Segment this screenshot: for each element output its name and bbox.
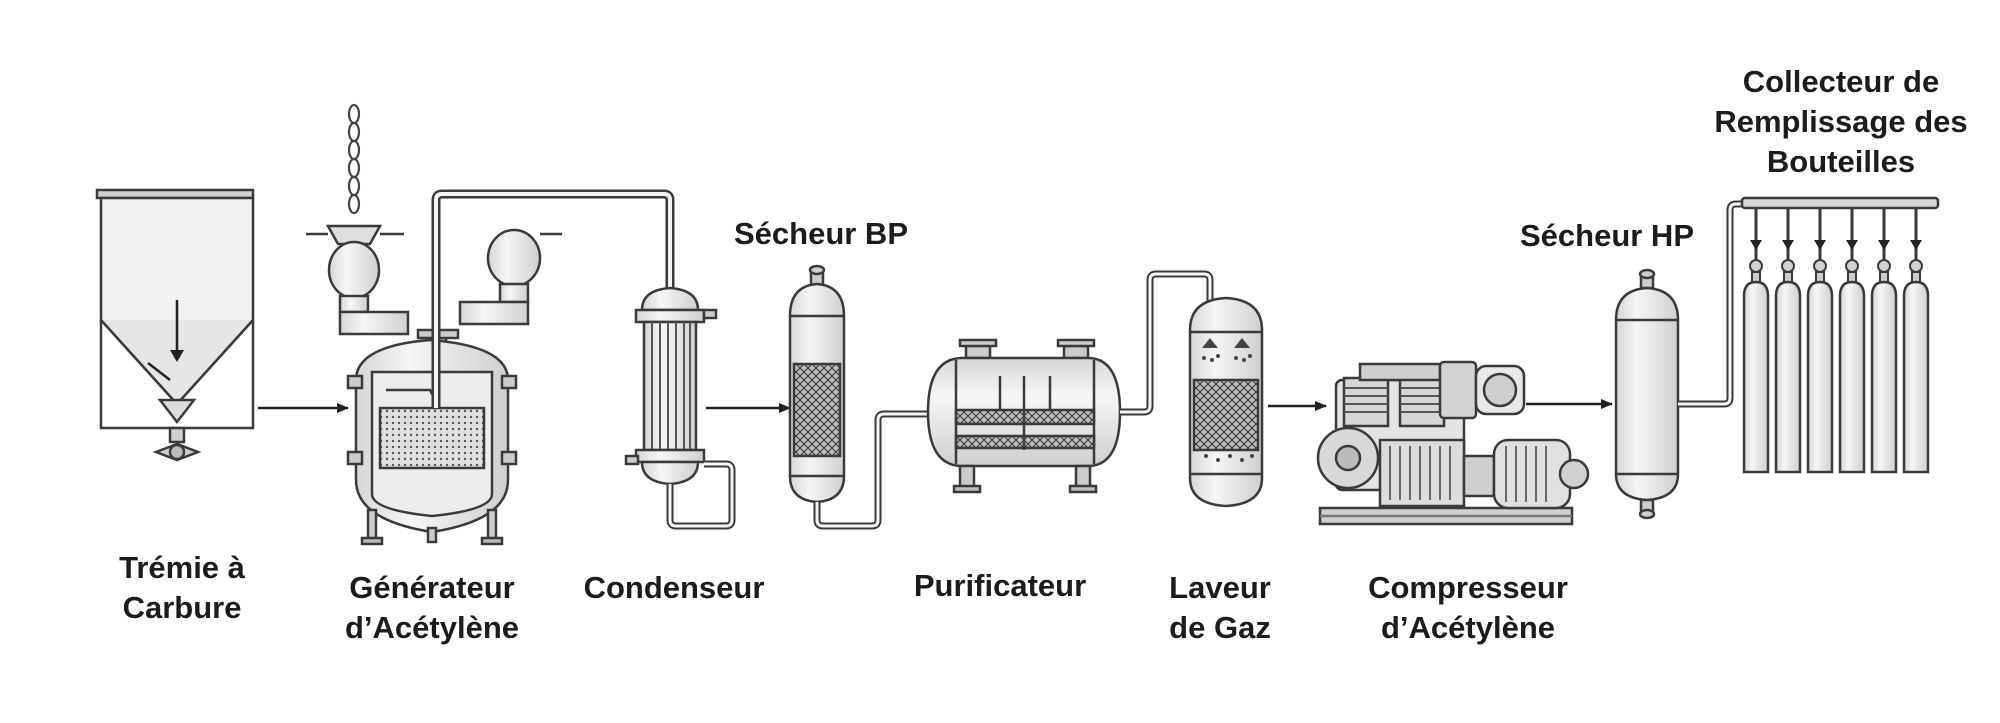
gas-cylinder bbox=[1742, 208, 1770, 474]
gas-cylinder bbox=[1902, 208, 1930, 474]
label-line: Compresseur bbox=[1368, 570, 1568, 605]
label-line: Sécheur HP bbox=[1519, 218, 1694, 253]
label-condenser: Condenseur bbox=[574, 568, 774, 608]
label-line: Sécheur BP bbox=[733, 216, 908, 251]
hp-dryer bbox=[1614, 268, 1680, 520]
lp-dryer bbox=[788, 264, 846, 504]
label-line: Trémie à bbox=[119, 550, 245, 585]
label-gas-scrubber: Laveur de Gaz bbox=[1140, 568, 1300, 648]
label-line: d’Acétylène bbox=[1380, 610, 1555, 645]
label-acetylene-compressor: Compresseur d’Acétylène bbox=[1358, 568, 1578, 648]
label-line: Bouteilles bbox=[1766, 144, 1916, 179]
gas-scrubber bbox=[1188, 296, 1264, 508]
gas-cylinder bbox=[1806, 208, 1834, 474]
acetylene-generator bbox=[306, 103, 562, 546]
label-line: Générateur bbox=[349, 570, 515, 605]
label-line: Purificateur bbox=[913, 568, 1087, 603]
purifier bbox=[926, 338, 1122, 494]
label-filling-manifold: Collecteur de Remplissage des Bouteilles bbox=[1706, 62, 1976, 182]
label-carbide-hopper: Trémie à Carbure bbox=[82, 548, 282, 628]
label-purifier: Purificateur bbox=[900, 566, 1100, 606]
label-hp-dryer: Sécheur HP bbox=[1512, 216, 1702, 256]
carbide-hopper bbox=[95, 188, 255, 462]
label-line: d’Acétylène bbox=[344, 610, 519, 645]
label-line: Remplissage des bbox=[1714, 104, 1968, 139]
label-line: Condenseur bbox=[583, 570, 765, 605]
label-line: de Gaz bbox=[1169, 610, 1271, 645]
gas-cylinder bbox=[1838, 208, 1866, 474]
filling-manifold bbox=[1740, 196, 1940, 474]
label-line: Carbure bbox=[122, 590, 242, 625]
label-acetylene-generator: Générateur d’Acétylène bbox=[322, 568, 542, 648]
label-lp-dryer: Sécheur BP bbox=[726, 214, 916, 254]
label-line: Laveur bbox=[1169, 570, 1271, 605]
condenser bbox=[624, 286, 718, 486]
acetylene-compressor bbox=[1316, 360, 1590, 526]
gas-cylinder bbox=[1774, 208, 1802, 474]
gas-cylinder bbox=[1870, 208, 1898, 474]
label-line: Collecteur de bbox=[1742, 64, 1940, 99]
